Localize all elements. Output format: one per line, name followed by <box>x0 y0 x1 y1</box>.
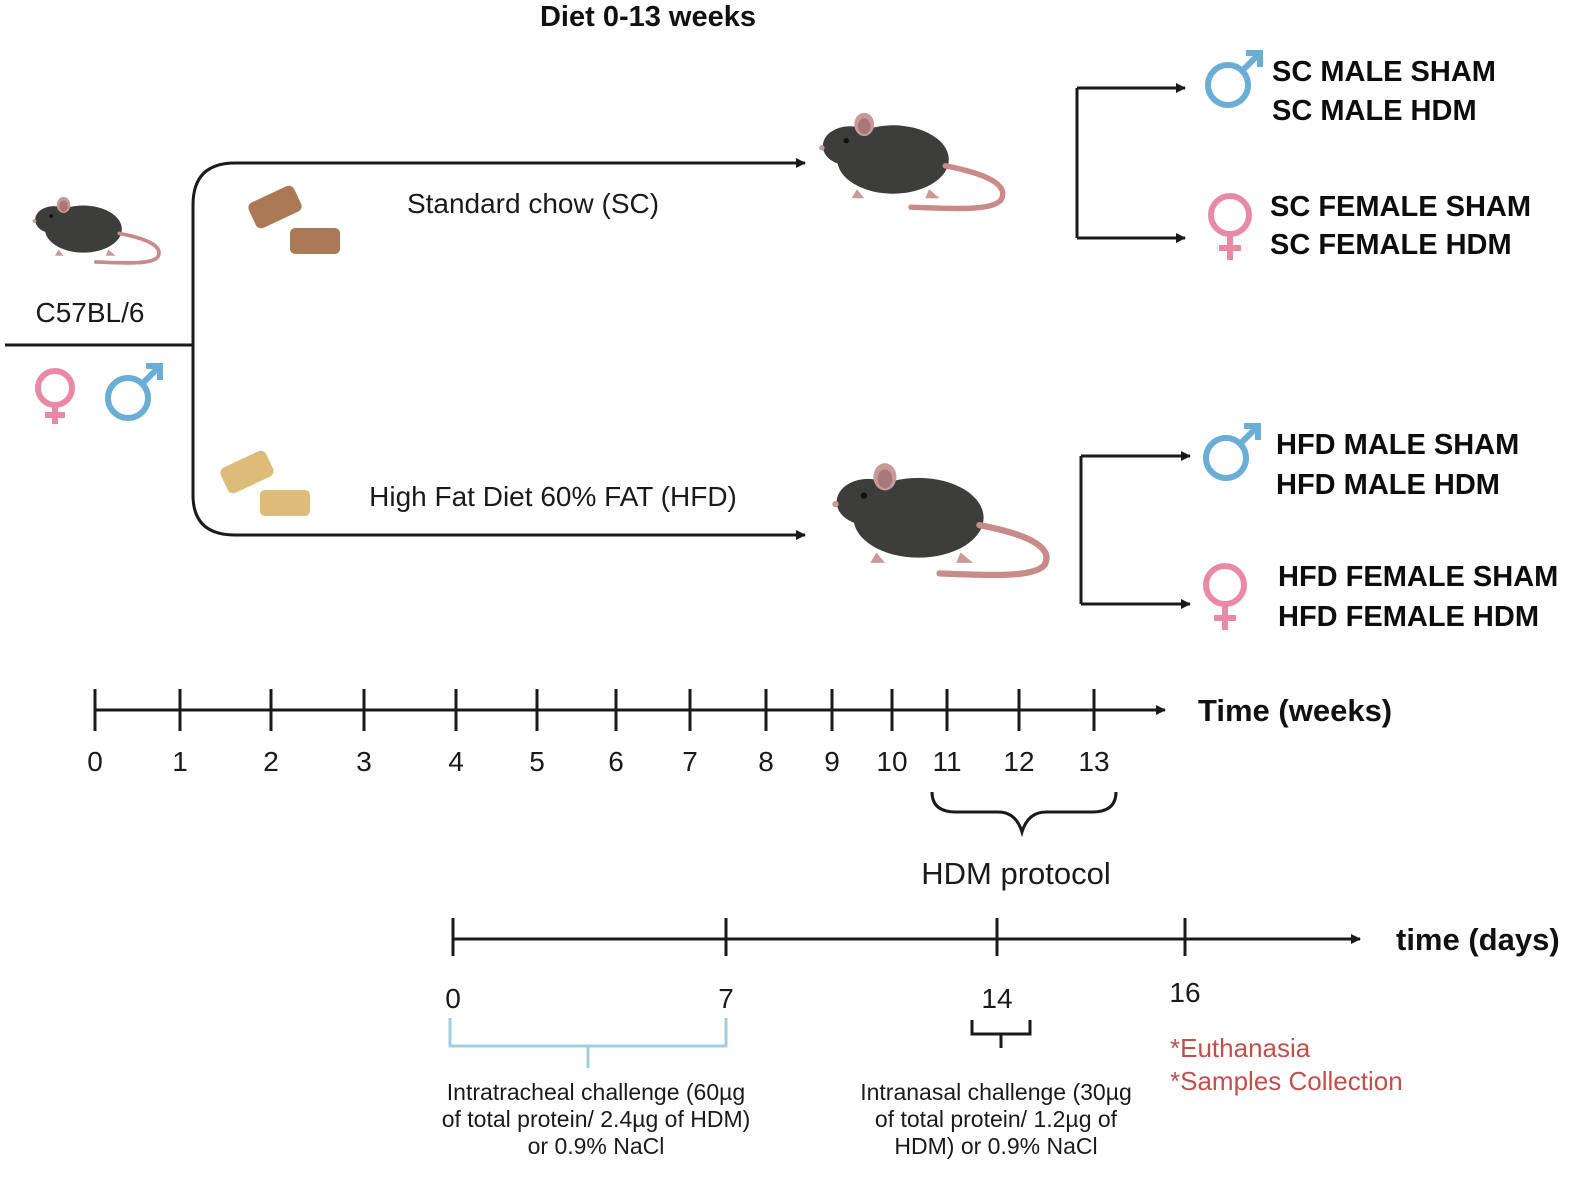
days-tick-label: 0 <box>445 983 461 1014</box>
days-axis-title: time (days) <box>1396 922 1560 957</box>
weeks-tick-label: 10 <box>876 746 907 777</box>
hfd-female-symbol-icon <box>1203 563 1247 630</box>
weeks-tick-label: 4 <box>448 746 464 777</box>
weeks-tick-label: 3 <box>356 746 372 777</box>
intratracheal-line-2: of total protein/ 2.4µg of HDM) <box>442 1106 751 1132</box>
intranasal-line-1: Intranasal challenge (30µg <box>860 1079 1132 1105</box>
weeks-axis-title: Time (weeks) <box>1198 693 1392 728</box>
hfd-male-symbol-icon <box>1203 423 1261 481</box>
weeks-tick-label: 7 <box>682 746 698 777</box>
days-timeline: 0 7 14 16 <box>445 918 1361 1014</box>
hfd-male-hdm-label: HFD MALE HDM <box>1276 469 1500 501</box>
weeks-tick-label: 12 <box>1003 746 1034 777</box>
weeks-tick-label: 1 <box>172 746 188 777</box>
hfd-mouse-icon <box>832 463 1046 575</box>
sc-female-hdm-label: SC FEMALE HDM <box>1270 229 1512 261</box>
intranasal-line-3: HDM) or 0.9% NaCl <box>894 1133 1097 1159</box>
sc-female-sham-label: SC FEMALE SHAM <box>1270 191 1531 223</box>
sc-male-sham-label: SC MALE SHAM <box>1272 56 1496 88</box>
hfd-female-sham-label: HFD FEMALE SHAM <box>1278 561 1558 593</box>
intratracheal-line-1: Intratracheal challenge (60µg <box>447 1079 745 1105</box>
intranasal-bracket <box>970 1020 1032 1048</box>
intranasal-line-2: of total protein/ 1.2µg of <box>875 1106 1118 1132</box>
diagram-title: Diet 0-13 weeks <box>540 1 756 33</box>
days-tick-label: 16 <box>1169 977 1200 1008</box>
strain-label: C57BL/6 <box>36 297 145 328</box>
starting-mouse-icon <box>30 195 161 265</box>
hdm-protocol-label: HDM protocol <box>921 856 1111 891</box>
weeks-tick-label: 11 <box>932 746 961 777</box>
sc-female-symbol-icon <box>1208 193 1252 260</box>
intratracheal-bracket <box>448 1018 728 1068</box>
weeks-tick-label: 5 <box>529 746 545 777</box>
weeks-tick-label: 2 <box>263 746 279 777</box>
sc-mouse-icon <box>819 113 1003 209</box>
hfd-diet-label: High Fat Diet 60% FAT (HFD) <box>369 481 737 512</box>
intratracheal-line-3: or 0.9% NaCl <box>528 1133 665 1159</box>
samples-collection-label: *Samples Collection <box>1170 1066 1403 1096</box>
hfd-branch-arrow <box>191 345 806 540</box>
sc-pellets-icon <box>248 185 340 254</box>
weeks-tick-label: 6 <box>608 746 624 777</box>
euthanasia-label: *Euthanasia <box>1170 1033 1311 1063</box>
hfd-pellets-icon <box>220 450 310 516</box>
female-symbol-icon <box>35 368 75 424</box>
weeks-tick-label: 8 <box>758 746 774 777</box>
days-tick-label: 7 <box>718 983 734 1014</box>
weeks-tick-label: 13 <box>1078 746 1109 777</box>
days-tick-label: 14 <box>981 983 1012 1014</box>
hfd-female-hdm-label: HFD FEMALE HDM <box>1278 601 1539 633</box>
hfd-male-sham-label: HFD MALE SHAM <box>1276 429 1519 461</box>
sc-branch-arrow <box>191 158 806 345</box>
sc-diet-label: Standard chow (SC) <box>407 188 659 219</box>
hdm-protocol-bracket <box>930 791 1118 838</box>
weeks-tick-label: 9 <box>824 746 840 777</box>
sc-male-symbol-icon <box>1205 50 1263 108</box>
male-symbol-icon <box>105 363 163 421</box>
sc-male-hdm-label: SC MALE HDM <box>1272 95 1477 127</box>
weeks-tick-label: 0 <box>87 746 103 777</box>
